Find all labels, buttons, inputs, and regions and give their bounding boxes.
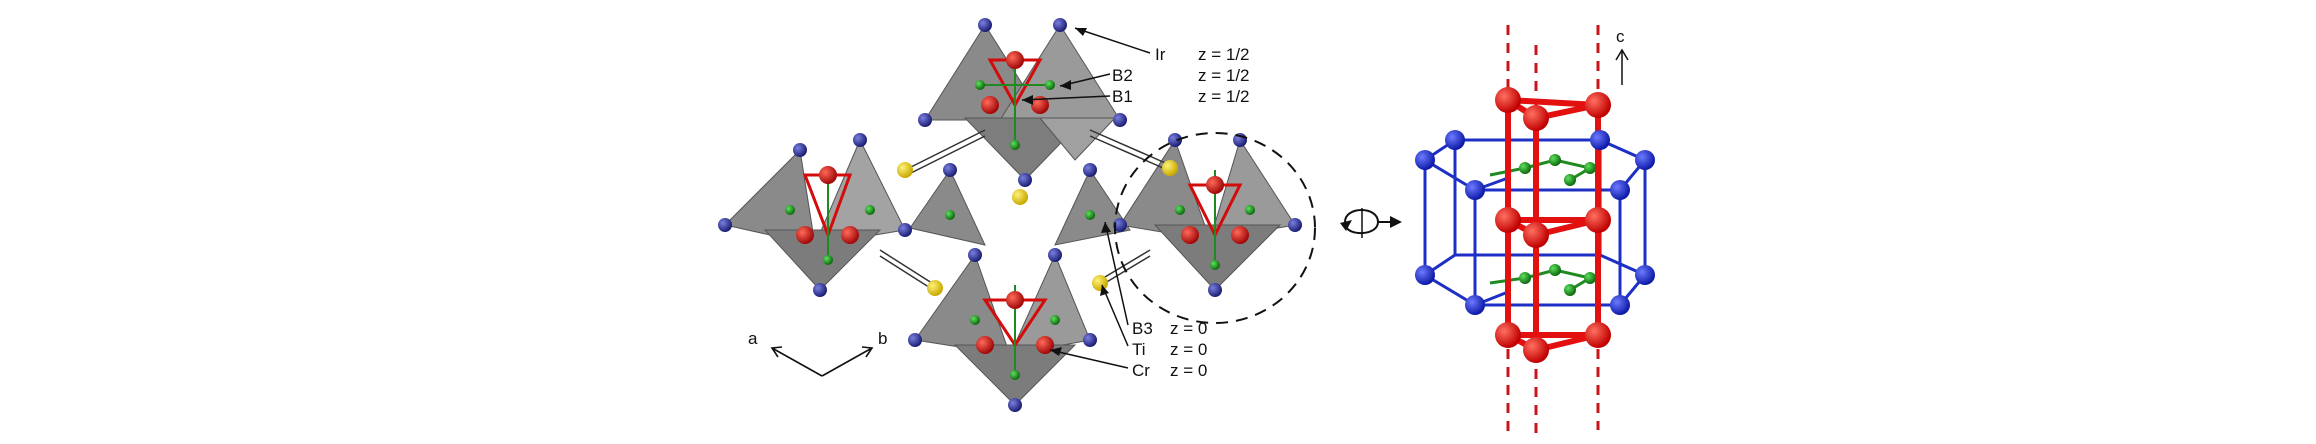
cluster-right: [1119, 138, 1296, 291]
axis-b-label: b: [878, 329, 887, 348]
legend-top-element-2: B1: [1112, 87, 1133, 106]
legend-bottom: B3 z = 0 Ti z = 0 Cr z = 0: [1049, 221, 1207, 380]
ab-axes: a b: [748, 329, 887, 377]
legend-bottom-element-0: B3: [1132, 319, 1153, 338]
legend-bottom-element-1: Ti: [1132, 340, 1146, 359]
legend-top-z-2: z = 1/2: [1198, 87, 1250, 106]
axis-c-label: c: [1616, 27, 1625, 46]
cluster-top: [924, 24, 1121, 181]
side-view: c: [1415, 25, 1655, 440]
legend-bottom-element-2: Cr: [1132, 361, 1150, 380]
cluster-left: [724, 138, 906, 291]
legend-bottom-z-0: z = 0: [1170, 319, 1207, 338]
legend-top-element-1: B2: [1112, 66, 1133, 85]
legend-bottom-z-2: z = 0: [1170, 361, 1207, 380]
b-atoms: [785, 80, 1255, 380]
cr-atoms: [796, 51, 1249, 354]
ti-atoms: [897, 160, 1178, 296]
legend-top-z-0: z = 1/2: [1198, 45, 1250, 64]
rotation-arrow-icon: [1340, 208, 1402, 238]
axis-a-label: a: [748, 329, 758, 348]
cluster-center: [909, 168, 1131, 246]
legend-top: Ir z = 1/2 B2 z = 1/2 B1 z = 1/2: [1021, 27, 1250, 106]
projection-view: Ir z = 1/2 B2 z = 1/2 B1 z = 1/2 B3 z = …: [718, 18, 1316, 412]
legend-top-z-1: z = 1/2: [1198, 66, 1250, 85]
selection-ellipse: [1114, 132, 1316, 324]
legend-bottom-z-1: z = 0: [1170, 340, 1207, 359]
legend-top-element-0: Ir: [1155, 45, 1166, 64]
cluster-bottom: [914, 253, 1091, 406]
